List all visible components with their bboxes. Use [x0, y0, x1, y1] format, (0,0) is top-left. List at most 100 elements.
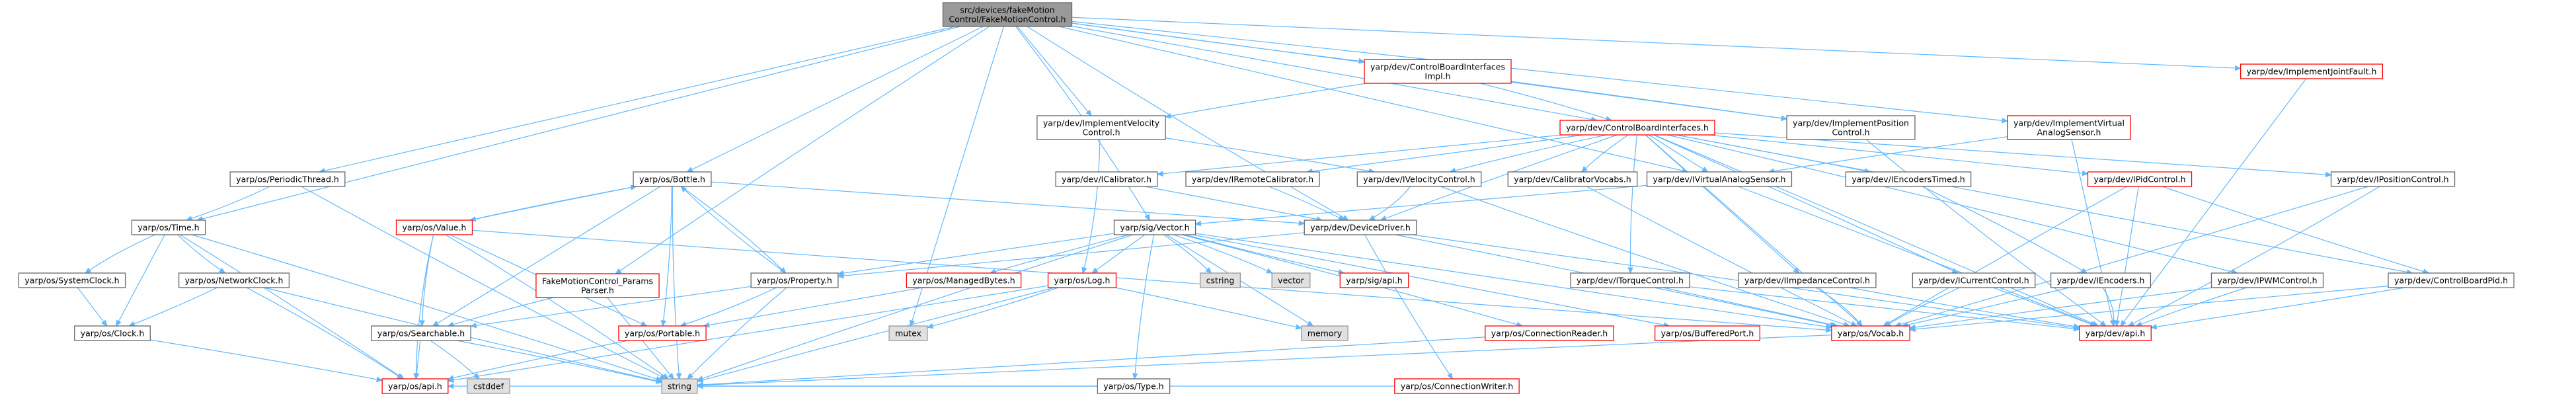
node-connreader[interactable]: yarp/os/ConnectionReader.h [1485, 325, 1614, 341]
node-box [1304, 220, 1417, 235]
node-cbpid[interactable]: yarp/dev/ControlBoardPid.h [2388, 272, 2515, 288]
node-sigvec[interactable]: yarp/sig/Vector.h [1113, 220, 1196, 235]
edge-ivas_impl-to-ivas [1768, 136, 2008, 173]
edge-devdrv-to-connwriter [1364, 234, 1453, 380]
arrowhead-property-to-searchable [469, 322, 477, 329]
node-devdrv[interactable]: yarp/dev/DeviceDriver.h [1304, 220, 1417, 235]
node-box [395, 220, 473, 235]
node-box [2050, 272, 2152, 288]
node-devapi[interactable]: yarp/dev/api.h [2079, 325, 2152, 341]
edge-fmparams-to-searchable [448, 297, 554, 327]
node-ipid[interactable]: yarp/dev/IPidControl.h [2087, 171, 2193, 187]
node-label: yarp/sig/api.h [1346, 276, 1402, 286]
node-cbi[interactable]: yarp/dev/ControlBoardInterfaces.h [1559, 120, 1715, 136]
node-label: mutex [895, 329, 921, 339]
arrowhead-ostype-to-osapi [447, 383, 454, 389]
node-iimped[interactable]: yarp/dev/IImpedanceControl.h [1738, 272, 1877, 288]
node-box [633, 171, 712, 187]
edge-portable-to-osapi [448, 340, 629, 380]
edge-cbpid-to-devapi [2151, 287, 2405, 329]
node-oslog[interactable]: yarp/os/Log.h [1047, 272, 1117, 288]
node-ienctimed[interactable]: yarp/dev/IEncodersTimed.h [1845, 171, 1972, 187]
node-ijf[interactable]: yarp/dev/ImplementJointFault.h [2240, 63, 2384, 79]
arrowhead-portable-to-osapi [447, 375, 455, 381]
node-label: yarp/dev/ControlBoardInterfaces [1370, 62, 1505, 72]
edge-root-to-devdrv [1027, 26, 1349, 221]
edge-sigvec-to-ostype [1134, 234, 1155, 380]
node-label: AnalogSensor.h [2037, 128, 2101, 138]
node-oclock[interactable]: yarp/os/Clock.h [74, 325, 151, 341]
node-iposctl[interactable]: yarp/dev/IPositionControl.h [2330, 171, 2456, 187]
arrowhead-connwriter-to-string [696, 383, 703, 389]
node-box [618, 325, 707, 341]
node-calvocabs[interactable]: yarp/dev/CalibratorVocabs.h [1507, 171, 1638, 187]
node-label: yarp/os/Value.h [403, 223, 467, 233]
node-ostype[interactable]: yarp/os/Type.h [1097, 378, 1171, 394]
arrowhead-iimped-to-devapi [2073, 323, 2080, 329]
node-bufport[interactable]: yarp/os/BufferedPort.h [1655, 325, 1760, 341]
node-searchable[interactable]: yarp/os/Searchable.h [371, 325, 471, 341]
edge-time-to-string [192, 234, 662, 382]
node-iremcal[interactable]: yarp/dev/IRemoteCalibrator.h [1185, 171, 1320, 187]
arrowhead-cbi_impl-to-ipos_impl [1781, 115, 1788, 121]
node-managed[interactable]: yarp/os/ManagedBytes.h [906, 272, 1022, 288]
edge-root-to-cbi [1072, 25, 1597, 121]
edge-iremcal-to-devdrv [1268, 186, 1345, 221]
edge-sigvec-to-property [838, 233, 1114, 274]
node-root[interactable]: src/devices/fakeMotionControl/FakeMotion… [942, 2, 1073, 27]
node-box [1831, 325, 1910, 341]
node-label: yarp/dev/api.h [2086, 329, 2146, 339]
node-label: cstring [1206, 276, 1235, 286]
edge-root-to-ivel_impl [1017, 26, 1092, 116]
node-box [1047, 272, 1117, 288]
node-ivas[interactable]: yarp/dev/IVirtualAnalogSensor.h [1646, 171, 1793, 187]
node-portable[interactable]: yarp/os/Portable.h [618, 325, 707, 341]
node-ivel[interactable]: yarp/dev/IVelocityControl.h [1356, 171, 1482, 187]
node-icurrent[interactable]: yarp/dev/ICurrentControl.h [1912, 272, 2036, 288]
node-box [178, 272, 290, 288]
node-periodic[interactable]: yarp/os/PeriodicThread.h [229, 171, 346, 187]
node-label: yarp/os/BufferedPort.h [1661, 329, 1754, 339]
node-box [1301, 325, 1348, 341]
arrowhead-oslog-to-string [696, 377, 704, 383]
node-label: yarp/os/Time.h [137, 223, 199, 233]
node-string: string [661, 378, 698, 394]
node-itorque[interactable]: yarp/dev/ITorqueControl.h [1570, 272, 1690, 288]
node-property[interactable]: yarp/os/Property.h [750, 272, 839, 288]
edge-bottle-to-portable [662, 186, 672, 327]
node-box [1559, 120, 1715, 136]
node-connwriter[interactable]: yarp/os/ConnectionWriter.h [1394, 378, 1520, 394]
node-box [1394, 378, 1520, 394]
node-label: yarp/dev/IVirtualAnalogSensor.h [1653, 175, 1786, 184]
node-time[interactable]: yarp/os/Time.h [131, 220, 206, 235]
edge-property-to-portable [680, 287, 777, 327]
node-icalib[interactable]: yarp/dev/ICalibrator.h [1055, 171, 1158, 187]
node-label: Parser.h [581, 286, 614, 296]
node-osapi[interactable]: yarp/os/api.h [381, 378, 449, 394]
node-ienc[interactable]: yarp/dev/IEncoders.h [2050, 272, 2152, 288]
arrowhead-cbi_impl-to-ivel_impl [1164, 113, 1172, 119]
node-sysclock[interactable]: yarp/os/SystemClock.h [18, 272, 126, 288]
node-netclock[interactable]: yarp/os/NetworkClock.h [178, 272, 290, 288]
node-ipwm[interactable]: yarp/dev/IPWMControl.h [2210, 272, 2324, 288]
node-sigapi[interactable]: yarp/sig/api.h [1339, 272, 1409, 288]
edge-itorque-to-devapi [1689, 286, 2080, 330]
edge-time-to-oclock [116, 234, 165, 327]
node-vocab[interactable]: yarp/os/Vocab.h [1831, 325, 1910, 341]
arrowhead-ienc-to-devapi [2111, 319, 2117, 327]
arrowhead-root-to-ivel_impl [1085, 109, 1092, 116]
node-box [750, 272, 839, 288]
node-label: FakeMotionControl_Params [542, 276, 653, 286]
node-bottle[interactable]: yarp/os/Bottle.h [633, 171, 712, 187]
node-label: yarp/dev/ITorqueControl.h [1577, 276, 1684, 286]
edge-ivel-to-vocab [1440, 186, 1850, 327]
edge-icurrent-to-devapi [1993, 287, 2096, 327]
edge-cbi-to-iremcal [1307, 134, 1584, 173]
edge-ipid-to-devapi [2116, 186, 2139, 327]
node-value[interactable]: yarp/os/Value.h [395, 220, 473, 235]
